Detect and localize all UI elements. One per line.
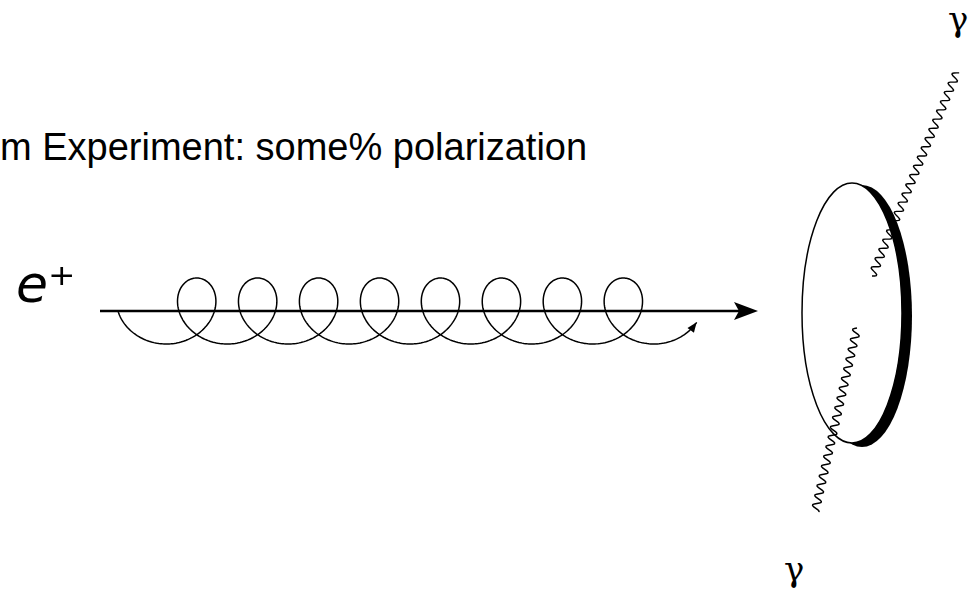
photon-line <box>813 328 860 512</box>
disc <box>802 183 902 443</box>
particle-label: e⁺ <box>16 258 75 310</box>
photon-label: γ <box>784 552 804 586</box>
photon-label: γ <box>948 2 968 36</box>
momentum-arrow <box>100 310 740 313</box>
photon-line <box>871 73 959 276</box>
helix-arrow-head <box>687 322 696 332</box>
arrow-head <box>734 302 758 320</box>
heading: m Experiment: some% polarization <box>0 128 587 166</box>
spin-helix <box>118 278 697 344</box>
